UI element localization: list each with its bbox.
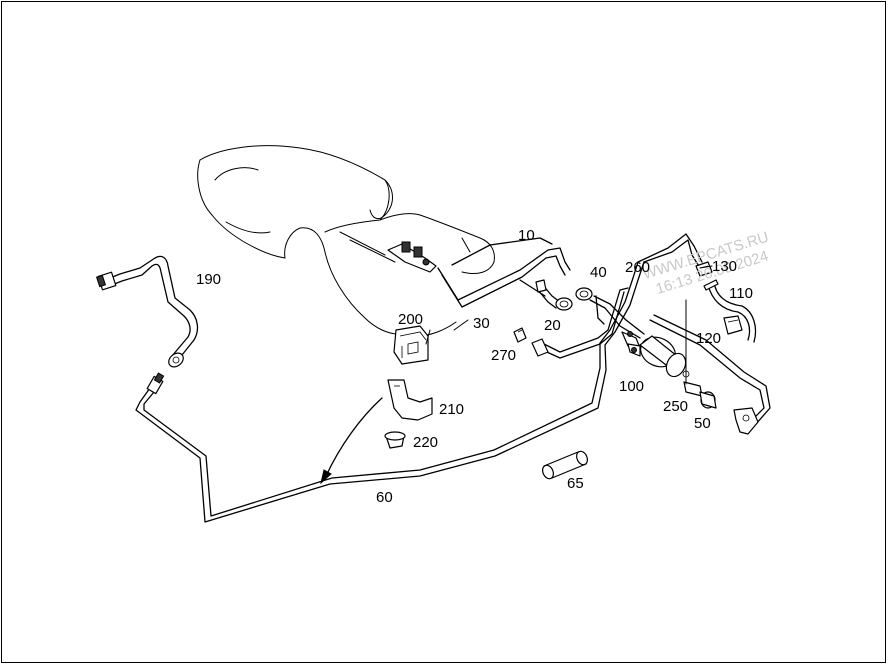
- part-120-clip: [723, 315, 743, 335]
- fuel-tank: [197, 145, 495, 337]
- callout-40: 40: [590, 264, 607, 281]
- callout-270: 270: [491, 347, 516, 364]
- part-110-hose: [703, 279, 757, 343]
- callout-190: 190: [196, 271, 221, 288]
- callout-10: 10: [518, 227, 535, 244]
- leader-lines: [425, 265, 713, 385]
- part-260-line: [637, 233, 703, 269]
- part-200-holder: [393, 325, 429, 365]
- part-270-line: [531, 287, 629, 359]
- callout-100: 100: [619, 378, 644, 395]
- callout-110: 110: [729, 285, 753, 302]
- part-60-line: [135, 261, 645, 523]
- callout-60: 60: [376, 489, 393, 506]
- part-50-elbow: [733, 407, 759, 435]
- callout-50: 50: [694, 415, 711, 432]
- callout-220: 220: [413, 434, 438, 451]
- callout-130: 130: [712, 258, 737, 275]
- callout-20: 20: [544, 317, 561, 334]
- part-100-filter: [589, 295, 771, 425]
- callout-200: 200: [398, 311, 423, 328]
- tank-fitting: [387, 241, 437, 273]
- part-10-line: [437, 237, 571, 308]
- callout-30: 30: [473, 315, 490, 332]
- part-220-grommet: [384, 431, 406, 449]
- callout-labels: 10 20 30 40 50 60 65 100 110 120 130 190…: [196, 227, 753, 506]
- part-210-bracket: [387, 379, 433, 421]
- watermark: WWW.EPCATS.RU 16:13 26.09.2024: [641, 229, 771, 298]
- part-250-connector: [683, 381, 717, 409]
- part-65-sleeve: [541, 450, 589, 480]
- callout-65: 65: [567, 475, 584, 492]
- callout-210: 210: [439, 401, 464, 418]
- callout-arrow: [320, 397, 383, 485]
- callout-250: 250: [663, 398, 688, 415]
- part-20-hose: [535, 279, 573, 311]
- part-270-clip: [513, 327, 527, 343]
- callout-260: 260: [625, 259, 650, 276]
- part-190-hose: [95, 255, 199, 368]
- callout-120: 120: [696, 330, 721, 347]
- part-40-clamp: [575, 287, 605, 325]
